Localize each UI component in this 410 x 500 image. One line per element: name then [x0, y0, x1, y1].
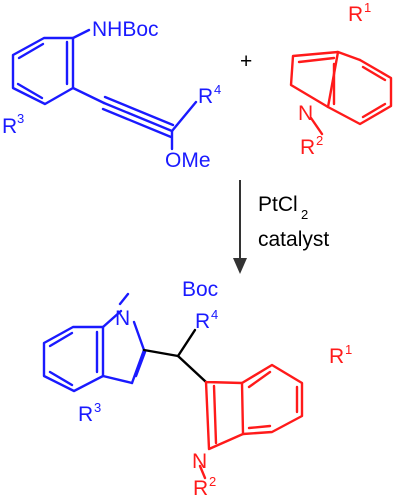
nhboc-label: NHBoc [92, 18, 159, 41]
reactant-a-r4-label: R [198, 85, 213, 108]
product-n2-label: N [192, 450, 207, 473]
product-r4-superscript: 4 [211, 307, 218, 322]
product-r2-label: R [193, 477, 208, 500]
ome-label: OMe [165, 149, 211, 172]
product: Boc N R 3 R 4 R 1 N R 2 [42, 278, 352, 500]
reactant-b-r1-label: R [348, 3, 363, 26]
catalyst-label: catalyst [258, 228, 329, 251]
reactant-b-r1-superscript: 1 [364, 0, 371, 15]
reactant-a-r3-superscript: 3 [17, 111, 24, 126]
product-r3-superscript: 3 [94, 400, 101, 415]
product-r1-superscript: 1 [345, 342, 352, 357]
product-r1-label: R [329, 345, 344, 368]
reactant-b-r2-label: R [300, 136, 315, 159]
reactant-b-r2-superscript: 2 [316, 133, 323, 148]
reactant-a: NHBoc R 3 R 4 OMe [2, 18, 221, 172]
product-boc-label: Boc [182, 278, 218, 301]
product-red-indole-bonds [198, 363, 304, 480]
product-blue-indole-bonds [42, 292, 147, 393]
reactant-a-bonds [11, 28, 198, 151]
product-r2-superscript: 2 [209, 474, 216, 489]
reaction-arrow [233, 180, 247, 274]
product-linker-bonds [142, 328, 208, 384]
reactant-a-r4-superscript: 4 [214, 82, 221, 97]
reactant-b-bonds [289, 50, 393, 136]
reactant-b: R 1 N R 2 [289, 0, 393, 159]
product-r4-label: R [195, 310, 210, 333]
plus-sign: + [240, 50, 252, 73]
reactant-b-n-label: N [298, 102, 313, 125]
product-r3-label: R [78, 403, 93, 426]
reagent-label: PtCl [258, 193, 298, 216]
product-n1-label: N [115, 307, 130, 330]
reactant-a-r3-label: R [2, 115, 17, 138]
reagent-subscript: 2 [301, 207, 308, 222]
